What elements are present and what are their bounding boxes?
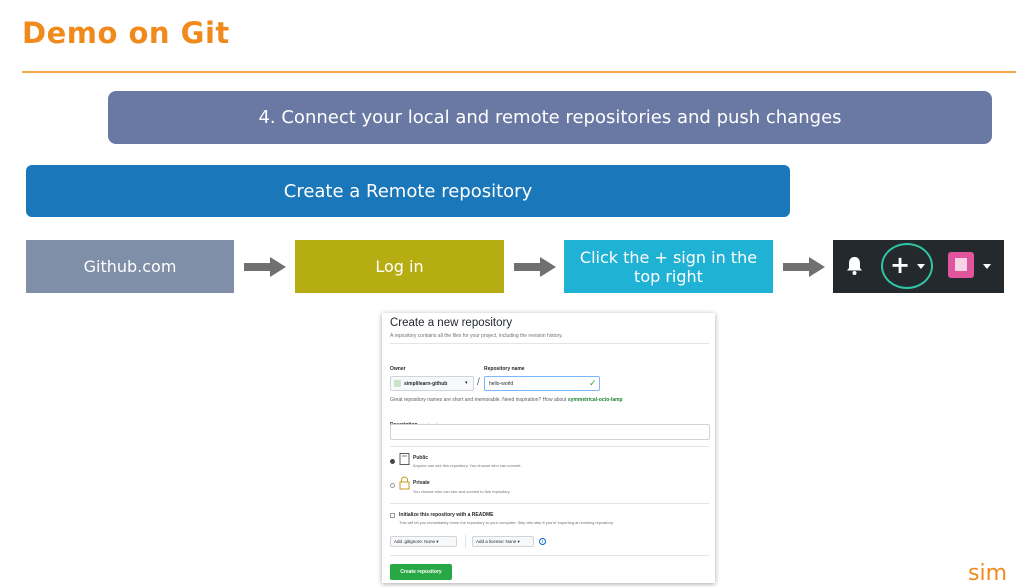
- public-radio[interactable]: [390, 459, 395, 464]
- check-icon: ✓: [589, 378, 597, 388]
- flow-step-plus-sign: Click the + sign in the top right: [564, 240, 773, 293]
- arrow-right-icon: [783, 257, 825, 277]
- chevron-down-icon: ▾: [465, 380, 468, 386]
- license-select[interactable]: Add a license: None ▾: [472, 536, 534, 547]
- title-divider: [22, 71, 1016, 73]
- step-banner: 4. Connect your local and remote reposit…: [108, 91, 992, 144]
- form-heading: Create a new repository: [390, 317, 513, 329]
- owner-select[interactable]: simplilearn-github ▾: [390, 376, 474, 391]
- repo-icon: [399, 453, 410, 465]
- create-repo-screenshot: Create a new repository A repository con…: [382, 313, 715, 583]
- name-hint: Great repository names are short and mem…: [390, 397, 623, 403]
- private-label: Private: [413, 480, 430, 486]
- brand-logo-fragment: sim: [968, 561, 1008, 586]
- private-description: You choose who can see and commit to thi…: [413, 489, 511, 494]
- divider: [465, 535, 466, 548]
- public-description: Anyone can see this repository. You choo…: [413, 463, 522, 468]
- owner-avatar-icon: [394, 380, 401, 387]
- bell-icon[interactable]: [846, 256, 863, 276]
- chevron-down-icon[interactable]: [983, 264, 991, 269]
- name-suggestion[interactable]: symmetrical-octo-lamp: [567, 397, 623, 403]
- create-repository-button[interactable]: Create repository: [390, 564, 452, 580]
- arrow-right-icon: [514, 257, 556, 277]
- highlight-circle: [881, 243, 933, 289]
- flow-step-github: Github.com: [26, 240, 234, 293]
- public-label: Public: [413, 455, 429, 461]
- name-hint-text: Great repository names are short and mem…: [390, 397, 567, 403]
- sub-banner: Create a Remote repository: [26, 165, 790, 217]
- repo-name-value: hello-world: [489, 381, 514, 387]
- repo-name-input[interactable]: hello-world ✓: [484, 376, 600, 391]
- private-radio[interactable]: [390, 483, 395, 488]
- chevron-down-icon[interactable]: [917, 264, 925, 269]
- form-subheading: A repository contains all the files for …: [390, 333, 563, 339]
- divider: [390, 446, 709, 447]
- owner-value: simplilearn-github: [404, 381, 448, 387]
- info-icon[interactable]: i: [539, 538, 546, 545]
- owner-label: Owner: [390, 366, 406, 372]
- description-input[interactable]: [390, 424, 710, 440]
- lock-icon: [399, 476, 410, 490]
- arrow-right-icon: [244, 257, 286, 277]
- divider: [390, 503, 709, 504]
- divider: [390, 555, 709, 556]
- divider: [390, 343, 709, 344]
- plus-icon[interactable]: +: [890, 251, 911, 279]
- owner-separator: /: [477, 377, 480, 388]
- repo-name-label: Repository name: [484, 366, 525, 372]
- avatar[interactable]: [948, 252, 974, 278]
- readme-label: Initialize this repository with a README: [399, 512, 494, 518]
- flow-step-login: Log in: [295, 240, 504, 293]
- gitignore-select[interactable]: Add .gitignore: None ▾: [390, 536, 457, 547]
- github-toolbar: +: [833, 240, 1004, 293]
- slide-title: Demo on Git: [22, 16, 230, 50]
- readme-description: This will let you immediately clone the …: [399, 520, 614, 525]
- readme-checkbox[interactable]: [390, 513, 395, 518]
